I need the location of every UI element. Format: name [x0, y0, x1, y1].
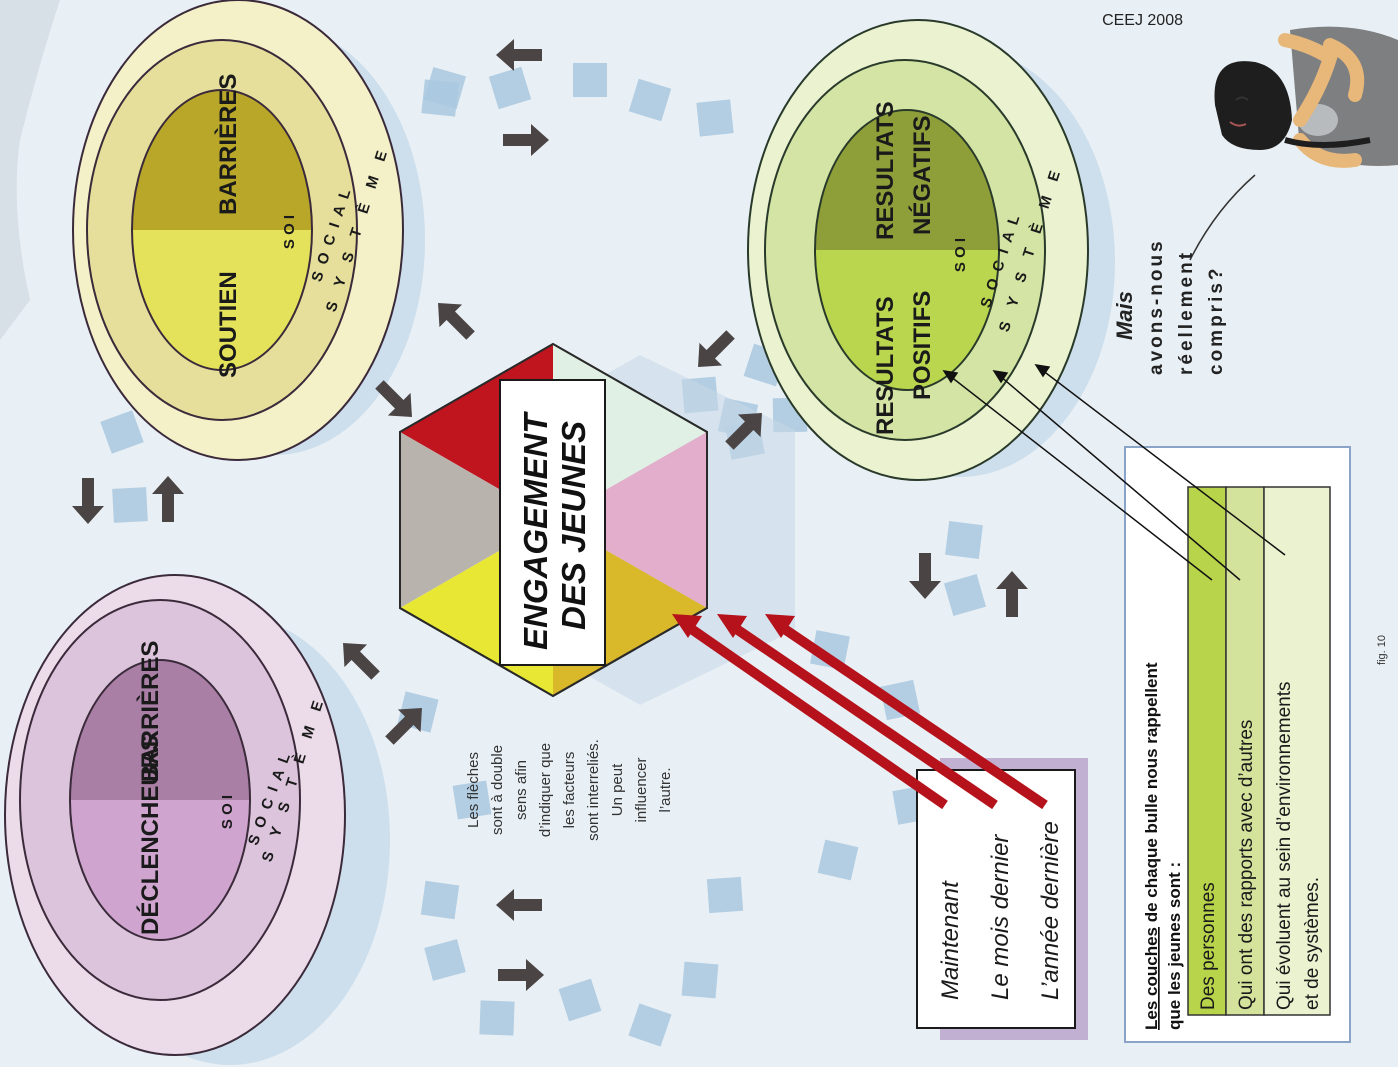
arrows-note: Les flèches sont à double sens afin d’indiq…: [465, 739, 674, 841]
cycle-arrow: [343, 643, 380, 680]
legend-title-rest: de chaque bulle nous rappellent: [1142, 662, 1161, 927]
note-line: influencer: [633, 757, 650, 822]
note-line: les facteurs: [561, 752, 578, 829]
cycle-arrow: [503, 124, 549, 156]
speech-line-3: réellement: [1176, 250, 1197, 375]
cycle-arrow: [496, 889, 542, 921]
cycle-arrow: [996, 571, 1028, 617]
bubble-right-label-a2: POSITIFS: [909, 291, 936, 400]
note-line: Un peut: [609, 763, 626, 816]
dash-segment: [558, 978, 602, 1022]
time-item-last-month: Le mois dernier: [987, 834, 1014, 1000]
dash-segment: [810, 630, 850, 670]
bubble-right: RESULTATS POSITIFS RESULTATS NÉGATIFS S …: [747, 19, 1115, 481]
cycle-arrow: [498, 959, 544, 991]
cycle-arrow: [909, 553, 941, 599]
bubble-middle-label-a: SOUTIEN: [215, 271, 242, 378]
legend-title-line2: que les jeunes sont :: [1165, 862, 1184, 1030]
swirl-decoration: [0, 0, 60, 340]
note-line: sens afin: [513, 760, 530, 820]
bubble-middle: SOUTIEN BARRIÈRES S O I S O C I A L S Y …: [72, 0, 425, 461]
speech-line-4: compris?: [1206, 265, 1227, 375]
time-item-now: Maintenant: [937, 880, 964, 1000]
dash-segment: [112, 487, 148, 523]
dash-segment: [817, 839, 859, 881]
legend-row-system: [1263, 486, 1331, 1016]
legend-row-social: [1225, 486, 1265, 1016]
legend-row-self-text: Des personnes: [1198, 882, 1219, 1010]
cycle-arrow: [496, 39, 542, 71]
dash-segment: [479, 1000, 515, 1036]
thinking-person-illustration: [1214, 26, 1398, 168]
bubble-left-inner-right: [70, 660, 250, 800]
dash-segment: [100, 410, 144, 454]
legend-title-underlined: Les couches: [1142, 927, 1161, 1030]
bubble-left-inner-left: [70, 800, 250, 940]
cycle-arrow: [698, 330, 735, 367]
layers-legend: Les couches de chaque bulle nous rappell…: [1124, 446, 1351, 1043]
bubble-right-inner-left: [815, 250, 999, 390]
dash-segment: [628, 1003, 672, 1047]
dash-segment: [452, 780, 492, 820]
cycle-arrow: [725, 413, 762, 450]
bubble-left-soi: S O I: [219, 795, 236, 829]
dash-segment: [706, 876, 744, 914]
legend-row-system-text-2: et de systèmes.: [1302, 877, 1323, 1010]
bubble-right-soi: S O I: [952, 238, 969, 272]
bubble-left-label-b: BARRIÈRES: [136, 641, 164, 782]
bubble-middle-inner-left: [132, 230, 312, 370]
legend-title-line1: Les couches de chaque bulle nous rappell…: [1142, 662, 1161, 1030]
dash-segment: [681, 961, 719, 999]
bubble-right-label-a1: RESULTATS: [872, 296, 899, 435]
hex-segment-pink: [553, 432, 707, 608]
bubble-right-label-b2: NÉGATIFS: [908, 115, 936, 235]
dash-segment: [424, 939, 466, 981]
bubble-middle-inner-right: [132, 90, 312, 230]
speech-line-2: avons-nous: [1146, 238, 1167, 375]
speech-question: Mais avons-nous réellement compris?: [1112, 174, 1256, 375]
dash-segment: [696, 99, 734, 137]
figure-label: fig. 10: [1376, 635, 1388, 665]
legend-row-self: [1187, 486, 1227, 1016]
dash-segment: [573, 63, 607, 97]
engagement-title-line2: DES JEUNES: [555, 421, 592, 630]
cycle-arrow: [385, 708, 422, 745]
engagement-title-line1: ENGAGEMENT: [517, 411, 554, 650]
note-line: d’indiquer que: [537, 743, 554, 837]
dash-segment: [943, 573, 987, 617]
bubble-middle-label-b: BARRIÈRES: [214, 74, 242, 215]
time-box: Maintenant Le mois dernier L’année derni…: [916, 758, 1088, 1040]
speech-line-1: Mais: [1112, 291, 1137, 340]
note-line: sont à double: [489, 745, 506, 835]
engagement-hexagon: ENGAGEMENT DES JEUNES: [399, 342, 795, 705]
note-line: l’autre.: [657, 767, 674, 812]
dash-segment: [628, 78, 672, 122]
bubble-right-inner-right: [815, 110, 999, 250]
time-arrows: [672, 614, 1048, 810]
note-line: Les flèches: [465, 752, 482, 828]
cycle-arrow: [375, 380, 412, 417]
cycle-arrow: [152, 476, 184, 522]
cycle-arrow: [72, 478, 104, 524]
bubble-left: DÉCLENCHEURS BARRIÈRES S O I S O C I A L…: [4, 574, 390, 1065]
dash-segment: [420, 880, 460, 920]
legend-row-system-text-1: Qui évoluent au sein d’environnements: [1274, 682, 1295, 1010]
time-item-last-year: L’année dernière: [1037, 821, 1064, 1000]
bubble-left-label-a: DÉCLENCHEURS: [136, 735, 164, 935]
dash-segment: [423, 66, 467, 110]
cycle-arrows: [72, 39, 1028, 991]
cycle-arrow: [438, 303, 475, 340]
bubble-middle-soi: S O I: [281, 215, 298, 249]
dash-segment: [945, 521, 983, 559]
note-line: sont interreliés.: [585, 739, 602, 841]
engagement-title-box: [499, 379, 606, 666]
legend-row-social-text: Qui ont des rapports avec d’autres: [1236, 720, 1257, 1010]
bubble-right-label-b1: RESULTATS: [872, 101, 899, 240]
hex-segment-grey: [400, 432, 553, 608]
credit-text: CEEJ 2008: [1102, 12, 1183, 29]
legend-pointers: [942, 364, 1286, 581]
dash-segment: [488, 66, 532, 110]
